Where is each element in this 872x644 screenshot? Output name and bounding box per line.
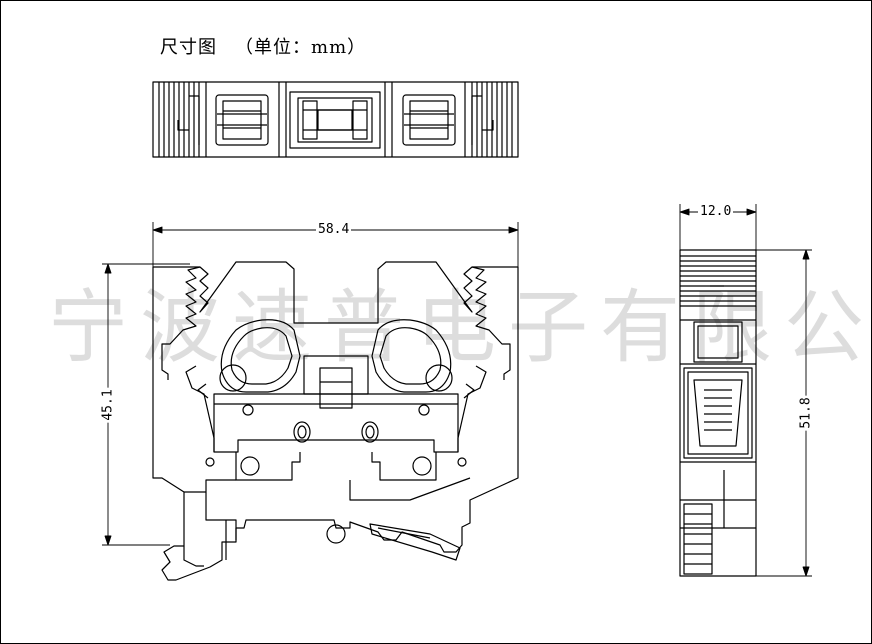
rail-latch-hole (326, 524, 346, 544)
side-view-foot (683, 503, 713, 575)
top-view-left-ribs (158, 82, 207, 157)
front-view-outline (152, 261, 519, 581)
side-view-top-ribs (680, 255, 756, 307)
top-view-outline (152, 81, 519, 158)
top-view (152, 81, 519, 158)
left-spring-clamp (219, 319, 301, 393)
title-text: 尺寸图 (160, 37, 217, 58)
right-screw-hole (361, 421, 379, 443)
top-view-center-opening (289, 91, 381, 149)
side-view-outline (679, 249, 757, 577)
rail-release-lever (369, 523, 461, 561)
side-view (679, 249, 757, 577)
side-view-wire-entry (683, 367, 753, 459)
company-watermark: 宁波速普电子有限公司 (48, 281, 872, 374)
side-view-screw-window (693, 321, 743, 363)
top-view-left-window (215, 94, 269, 146)
left-screw-hole (293, 421, 311, 443)
right-spring-clamp (371, 319, 453, 393)
dimension-front-height: 45.1 (100, 387, 116, 423)
dimension-side-width: 12.0 (698, 204, 734, 219)
dimension-side-height: 51.8 (798, 395, 814, 431)
dimension-front-width: 58.4 (316, 222, 352, 237)
top-view-right-window (402, 94, 456, 146)
unit-label: （单位：mm） (235, 37, 367, 58)
top-view-right-ribs (464, 82, 513, 157)
front-view (152, 261, 519, 581)
drawing-title: 尺寸图 （单位：mm） (160, 33, 366, 59)
